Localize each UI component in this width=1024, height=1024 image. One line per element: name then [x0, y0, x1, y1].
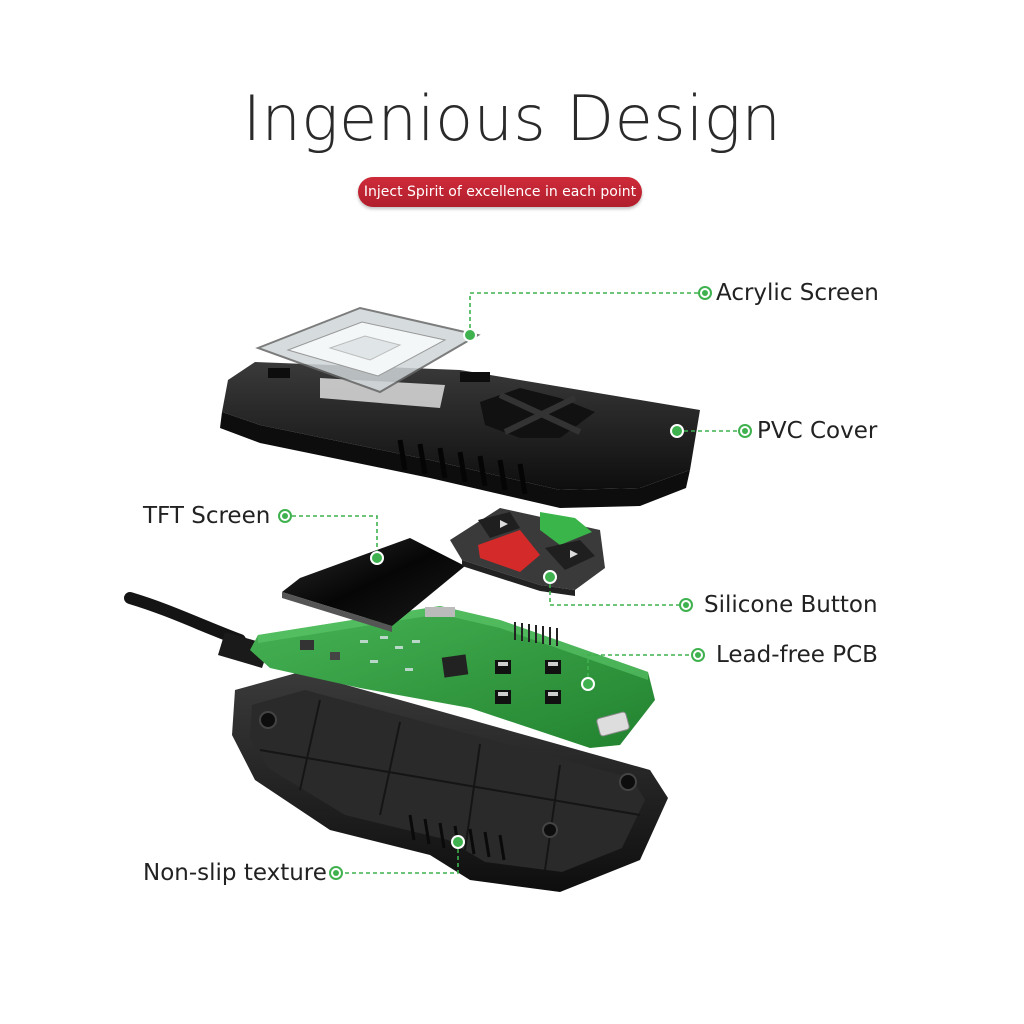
label-pvc-cover: PVC Cover — [757, 418, 878, 444]
leader-lines — [285, 292, 745, 874]
subtitle-badge: Inject Spirit of excellence in each poin… — [358, 177, 642, 207]
label-acrylic-screen: Acrylic Screen — [716, 280, 879, 306]
marker-non-slip-texture-icon — [329, 835, 465, 880]
label-lead-free-pcb: Lead-free PCB — [716, 642, 878, 668]
page-title: Ingenious Design — [242, 82, 782, 155]
marker-silicone-button-icon — [543, 570, 693, 612]
acrylic-screen — [255, 306, 481, 394]
marker-lead-free-pcb-icon — [581, 648, 705, 691]
label-tft-screen: TFT Screen — [143, 503, 271, 529]
marker-acrylic-screen-icon — [463, 286, 712, 342]
tft-screen — [282, 538, 465, 632]
bottom-housing — [232, 672, 668, 892]
pvc-cover — [220, 362, 700, 508]
callout-markers — [278, 286, 752, 880]
label-silicone-button: Silicone Button — [704, 592, 878, 618]
marker-pvc-cover-icon — [670, 424, 752, 438]
marker-tft-screen-icon — [278, 509, 384, 565]
silicone-button-pad — [450, 508, 605, 596]
obd-cable — [124, 592, 270, 668]
pcb-board — [250, 606, 655, 748]
label-non-slip-texture: Non-slip texture — [143, 860, 327, 886]
